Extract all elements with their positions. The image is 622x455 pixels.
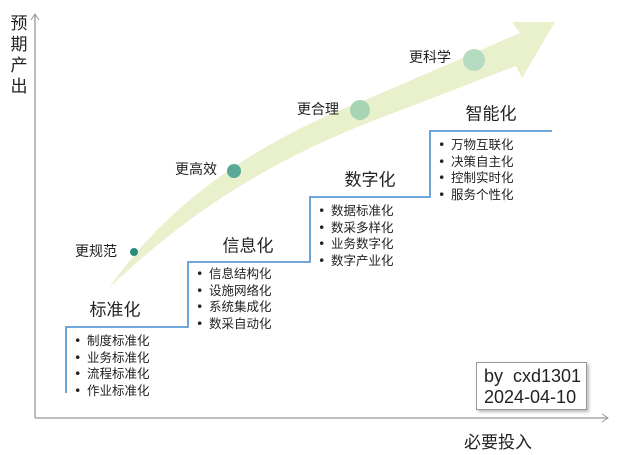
outcome-dot-1 bbox=[130, 248, 138, 256]
list-item: 决策自主化 bbox=[438, 154, 514, 171]
stage-list-3: 数据标准化 数采多样化 业务数字化 数字产业化 bbox=[318, 203, 394, 269]
list-item: 制度标准化 bbox=[74, 333, 150, 350]
step-line bbox=[65, 130, 552, 393]
list-item: 业务数字化 bbox=[318, 236, 394, 253]
stage-list-4: 万物互联化 决策自主化 控制实时化 服务个性化 bbox=[438, 137, 514, 203]
list-item: 服务个性化 bbox=[438, 187, 514, 204]
y-axis-arrowhead bbox=[30, 13, 40, 21]
signature-author: by cxd1301 bbox=[484, 366, 582, 386]
outcome-label-4: 更科学 bbox=[409, 50, 451, 66]
list-item: 数据标准化 bbox=[318, 203, 394, 220]
outcome-label-3: 更合理 bbox=[297, 102, 339, 118]
y-axis-label: 预期产出 bbox=[10, 14, 28, 97]
stage-title-3: 数字化 bbox=[344, 170, 396, 191]
list-item: 设施网络化 bbox=[196, 283, 272, 300]
outcome-dot-4 bbox=[463, 49, 485, 71]
growth-arrow bbox=[109, 22, 555, 288]
list-item: 信息结构化 bbox=[196, 266, 272, 283]
outcome-label-1: 更规范 bbox=[75, 244, 117, 260]
stage-title-2: 信息化 bbox=[222, 236, 274, 257]
list-item: 控制实时化 bbox=[438, 170, 514, 187]
list-item: 业务标准化 bbox=[74, 350, 150, 367]
stage-title-1: 标准化 bbox=[89, 300, 141, 321]
list-item: 万物互联化 bbox=[438, 137, 514, 154]
signature-box: by cxd1301 2024-04-10 bbox=[476, 362, 587, 410]
list-item: 系统集成化 bbox=[196, 299, 272, 316]
stage-title-4: 智能化 bbox=[465, 104, 517, 125]
list-item: 流程标准化 bbox=[74, 366, 150, 383]
x-axis-arrowhead bbox=[601, 413, 609, 423]
list-item: 数字产业化 bbox=[318, 253, 394, 270]
outcome-label-2: 更高效 bbox=[175, 162, 217, 178]
stage-list-1: 制度标准化 业务标准化 流程标准化 作业标准化 bbox=[74, 333, 150, 399]
list-item: 数采自动化 bbox=[196, 316, 272, 333]
stage-list-2: 信息结构化 设施网络化 系统集成化 数采自动化 bbox=[196, 266, 272, 332]
list-item: 数采多样化 bbox=[318, 220, 394, 237]
outcome-dot-2 bbox=[227, 164, 241, 178]
outcome-dot-3 bbox=[350, 100, 370, 120]
x-axis-label: 必要投入 bbox=[464, 433, 532, 453]
list-item: 作业标准化 bbox=[74, 383, 150, 400]
signature-date: 2024-04-10 bbox=[484, 387, 577, 407]
